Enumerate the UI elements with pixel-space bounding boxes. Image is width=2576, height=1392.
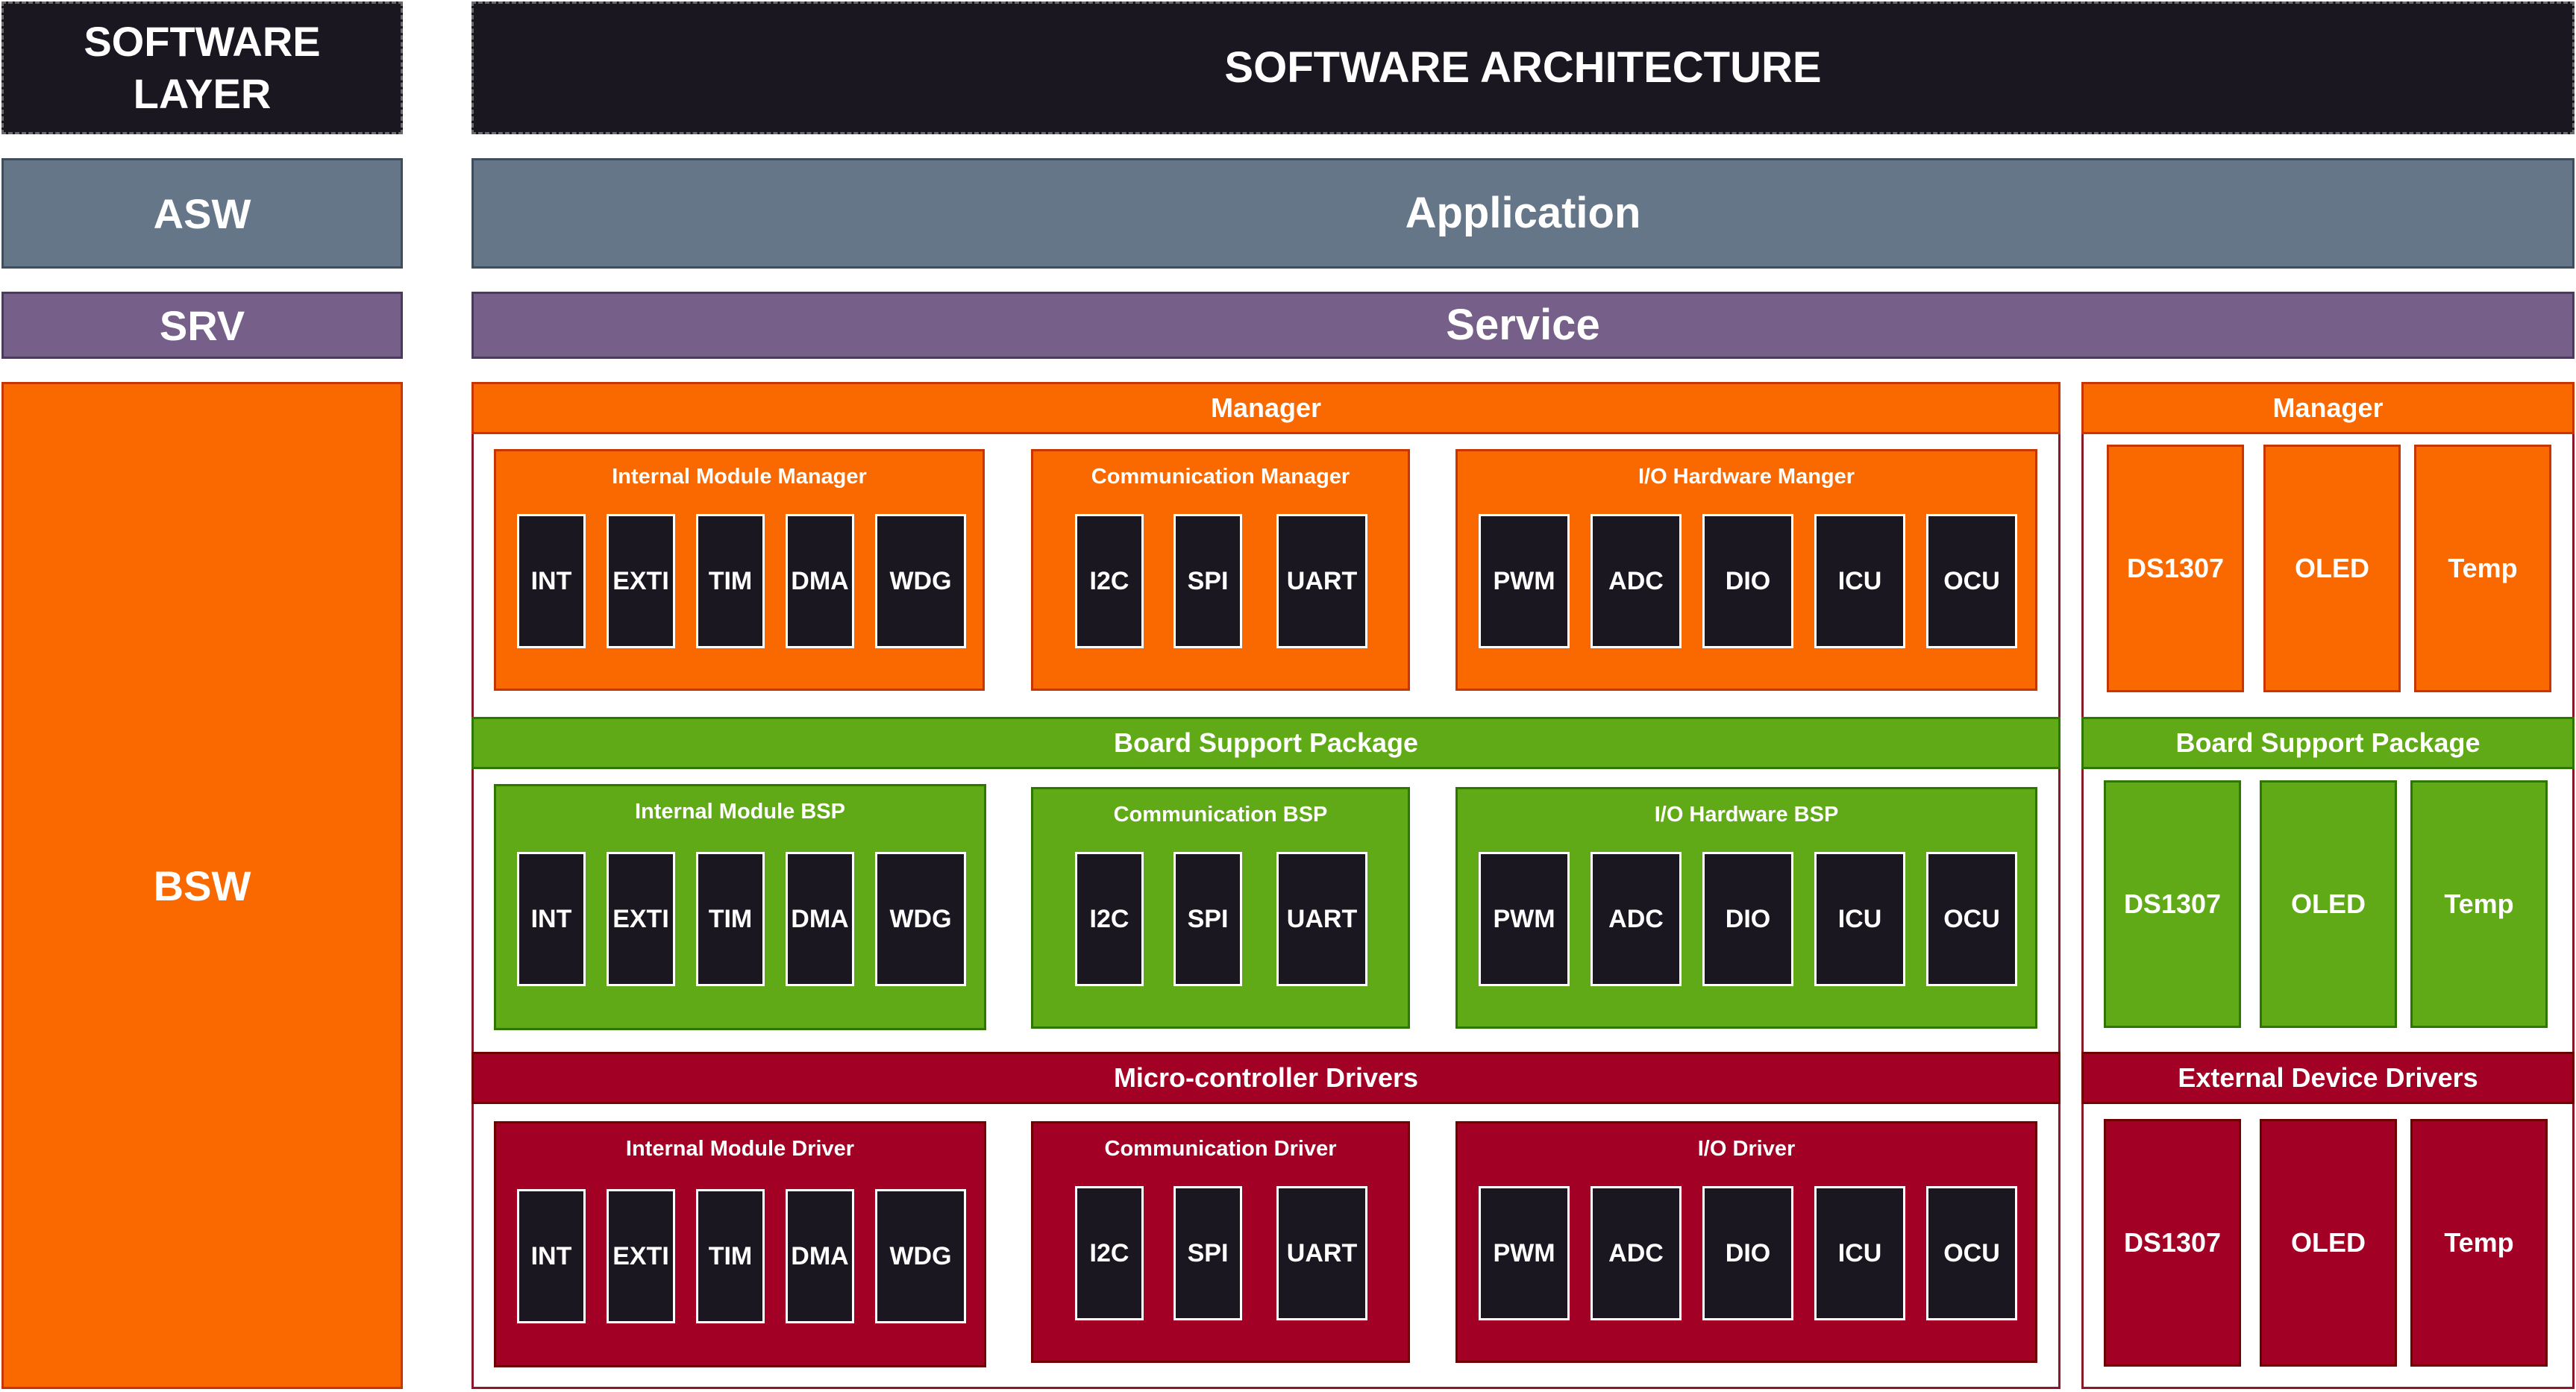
side-manager-ds1307: DS1307	[2107, 445, 2244, 692]
io-driver-group: I/O Driver PWM ADC DIO ICU OCU	[1455, 1121, 2037, 1363]
communication-driver-group: Communication Driver I2C SPI UART	[1031, 1121, 1410, 1363]
srv-layer-label: SRV	[1, 292, 403, 359]
module-cell-tim: TIM	[696, 514, 765, 648]
io-cell-ocu: OCU	[1926, 852, 2017, 986]
io-hardware-bsp-group: I/O Hardware BSP PWM ADC DIO ICU OCU	[1455, 787, 2037, 1029]
module-cell-dma: DMA	[786, 514, 854, 648]
group-title: Communication BSP	[1113, 803, 1328, 827]
side-bsp-temp: Temp	[2410, 780, 2548, 1028]
internal-module-driver-group: Internal Module Driver INT EXTI TIM DMA …	[494, 1121, 986, 1367]
io-cell-adc: ADC	[1591, 852, 1682, 986]
io-cell-icu: ICU	[1814, 852, 1905, 986]
internal-module-bsp-group: Internal Module BSP INT EXTI TIM DMA WDG	[494, 784, 986, 1030]
side-driver-temp: Temp	[2410, 1119, 2548, 1367]
comm-cell-spi: SPI	[1173, 1186, 1242, 1320]
group-title: Communication Manager	[1091, 465, 1350, 489]
service-bar: Service	[471, 292, 2575, 359]
module-cell-exti: EXTI	[607, 514, 675, 648]
module-cell-exti: EXTI	[607, 1189, 675, 1323]
io-cell-ocu: OCU	[1926, 1186, 2017, 1320]
io-cell-pwm: PWM	[1479, 1186, 1570, 1320]
module-cell-exti: EXTI	[607, 852, 675, 986]
software-architecture-title: SOFTWARE ARCHITECTURE	[471, 1, 2575, 134]
side-manager-bar: Manager	[2081, 382, 2575, 434]
comm-cell-uart: UART	[1276, 852, 1367, 986]
side-bsp-ds1307: DS1307	[2104, 780, 2241, 1028]
comm-cell-uart: UART	[1276, 1186, 1367, 1320]
group-title: I/O Driver	[1697, 1137, 1796, 1161]
group-title: Internal Module BSP	[635, 800, 845, 824]
group-title: Internal Module Manager	[612, 465, 867, 489]
io-cell-icu: ICU	[1814, 514, 1905, 648]
comm-cell-i2c: I2C	[1075, 1186, 1144, 1320]
module-cell-int: INT	[517, 1189, 586, 1323]
comm-cell-i2c: I2C	[1075, 852, 1144, 986]
side-manager-oled: OLED	[2263, 445, 2401, 692]
side-bsp-oled: OLED	[2260, 780, 2397, 1028]
io-cell-dio: DIO	[1702, 852, 1793, 986]
communication-bsp-group: Communication BSP I2C SPI UART	[1031, 787, 1410, 1029]
io-cell-dio: DIO	[1702, 1186, 1793, 1320]
manager-bar: Manager	[471, 382, 2061, 434]
internal-module-manager-group: Internal Module Manager INT EXTI TIM DMA…	[494, 449, 985, 691]
application-bar: Application	[471, 158, 2575, 269]
module-cell-wdg: WDG	[875, 1189, 966, 1323]
module-cell-tim: TIM	[696, 1189, 765, 1323]
io-cell-dio: DIO	[1702, 514, 1793, 648]
group-title: I/O Hardware BSP	[1654, 803, 1839, 827]
external-device-drivers-bar: External Device Drivers	[2081, 1052, 2575, 1104]
io-cell-pwm: PWM	[1479, 852, 1570, 986]
io-hardware-manager-group: I/O Hardware Manger PWM ADC DIO ICU OCU	[1455, 449, 2037, 691]
group-title: Internal Module Driver	[625, 1137, 855, 1161]
io-cell-adc: ADC	[1591, 1186, 1682, 1320]
module-cell-dma: DMA	[786, 1189, 854, 1323]
module-cell-wdg: WDG	[875, 514, 966, 648]
asw-layer-label: ASW	[1, 158, 403, 269]
bsw-layer-label: BSW	[1, 382, 403, 1389]
comm-cell-spi: SPI	[1173, 852, 1242, 986]
group-title: Communication Driver	[1104, 1137, 1337, 1161]
communication-manager-group: Communication Manager I2C SPI UART	[1031, 449, 1410, 691]
module-cell-int: INT	[517, 514, 586, 648]
side-manager-temp: Temp	[2414, 445, 2551, 692]
comm-cell-spi: SPI	[1173, 514, 1242, 648]
module-cell-dma: DMA	[786, 852, 854, 986]
software-layer-header: SOFTWARE LAYER	[1, 1, 403, 134]
comm-cell-uart: UART	[1276, 514, 1367, 648]
module-cell-wdg: WDG	[875, 852, 966, 986]
side-driver-oled: OLED	[2260, 1119, 2397, 1367]
side-driver-ds1307: DS1307	[2104, 1119, 2241, 1367]
module-cell-int: INT	[517, 852, 586, 986]
io-cell-ocu: OCU	[1926, 514, 2017, 648]
module-cell-tim: TIM	[696, 852, 765, 986]
io-cell-adc: ADC	[1591, 514, 1682, 648]
io-cell-pwm: PWM	[1479, 514, 1570, 648]
microcontroller-drivers-bar: Micro-controller Drivers	[471, 1052, 2061, 1104]
io-cell-icu: ICU	[1814, 1186, 1905, 1320]
group-title: I/O Hardware Manger	[1638, 465, 1855, 489]
comm-cell-i2c: I2C	[1075, 514, 1144, 648]
side-bsp-bar: Board Support Package	[2081, 717, 2575, 769]
bsp-bar: Board Support Package	[471, 717, 2061, 769]
